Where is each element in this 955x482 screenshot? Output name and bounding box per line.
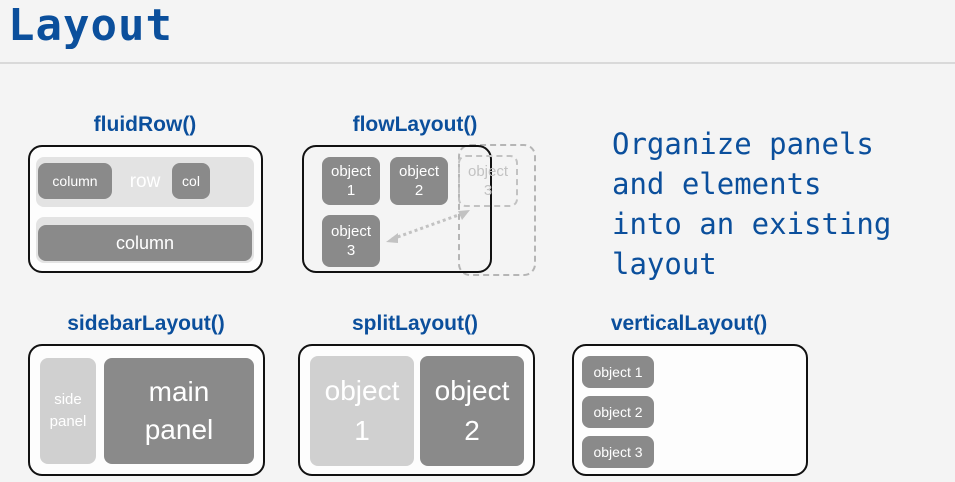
flowlayout-object-3-ghost: object 3 xyxy=(458,155,518,207)
splitlayout-caption: splitLayout() xyxy=(352,312,478,335)
flowlayout-object-1: object 1 xyxy=(322,157,380,205)
flowlayout-overflow-region xyxy=(458,144,536,276)
page-title: Layout xyxy=(8,0,173,51)
fluidrow-frame: row column col column xyxy=(28,145,263,273)
splitlayout-frame: object 1 object 2 xyxy=(298,344,535,476)
title-divider xyxy=(0,62,955,64)
fluidrow-caption: fluidRow() xyxy=(93,113,197,136)
verticallayout-object-3: object 3 xyxy=(582,436,654,468)
verticallayout-caption: verticalLayout() xyxy=(610,312,768,335)
splitlayout-object-1: object 1 xyxy=(310,356,414,466)
verticallayout-frame: object 1 object 2 object 3 xyxy=(572,344,808,476)
sidebarlayout-caption: sidebarLayout() xyxy=(67,312,225,335)
tagline: Organize panels and elements into an exi… xyxy=(612,127,892,281)
side-panel: side panel xyxy=(40,358,96,464)
fluidrow-col-box: col xyxy=(172,163,210,199)
flowlayout-move-arrow-icon xyxy=(386,210,470,243)
flowlayout-object-2: object 2 xyxy=(390,157,448,205)
row-label: row xyxy=(129,171,161,192)
verticallayout-object-1: object 1 xyxy=(582,356,654,388)
fluidrow-column-box: column xyxy=(38,163,112,199)
fluidrow-column-full: column xyxy=(38,225,252,261)
verticallayout-object-2: object 2 xyxy=(582,396,654,428)
sidebarlayout-frame: side panel main panel xyxy=(28,344,265,476)
flowlayout-caption: flowLayout() xyxy=(352,113,478,136)
main-panel: main panel xyxy=(104,358,254,464)
flowlayout-object-3: object 3 xyxy=(322,215,380,267)
splitlayout-object-2: object 2 xyxy=(420,356,524,466)
flowlayout-frame: object 1 object 2 object 3 object 3 xyxy=(302,145,518,273)
